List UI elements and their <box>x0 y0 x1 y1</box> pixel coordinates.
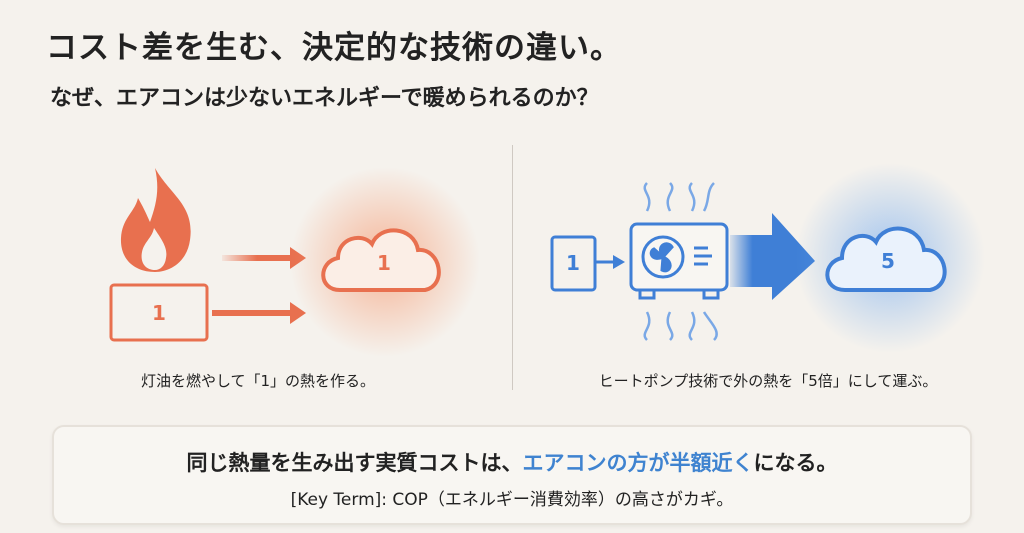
kerosene-output-value: 1 <box>377 251 391 275</box>
aircon-output-value: 5 <box>881 249 895 273</box>
page-subtitle: なぜ、エアコンは少ないエネルギーで暖められるのか？ <box>50 86 599 111</box>
arrow-right-icon <box>290 302 306 324</box>
page-title: コスト差を生む、決定的な技術の違い。 <box>46 30 622 66</box>
arrow-shaft <box>212 310 292 316</box>
arrow-right-icon <box>613 255 625 269</box>
summary-box: 同じ熱量を生み出す実質コストは、エアコンの方が半額近くになる。 [Key Ter… <box>52 425 972 525</box>
summary-text: になる。 <box>753 451 838 475</box>
big-arrow-right-icon <box>772 213 815 300</box>
summary-highlight: エアコンの方が半額近く <box>522 451 754 475</box>
arrow-shaft <box>222 255 292 261</box>
outside-heat-arrows-icon <box>643 182 718 341</box>
kerosene-input-value: 1 <box>152 301 166 325</box>
flame-icon <box>120 168 191 272</box>
kerosene-caption: 灯油を燃やして「1」の熱を作る。 <box>140 372 376 390</box>
cloud-icon <box>321 228 441 292</box>
summary-text: 同じ熱量を生み出す実質コストは、 <box>186 451 523 475</box>
heat-pump-unit-icon <box>629 222 729 300</box>
heat-pump-caption: ヒートポンプ技術で外の熱を「5倍」にして運ぶ。 <box>598 372 938 390</box>
divider <box>512 145 513 390</box>
kerosene-input-box <box>109 283 209 342</box>
aircon-input-value: 1 <box>566 251 580 275</box>
key-term-text: [Key Term]: COP（エネルギー消費効率）の高さがカギ。 <box>290 490 734 510</box>
summary-headline: 同じ熱量を生み出す実質コストは、エアコンの方が半額近くになる。 <box>54 447 970 477</box>
cloud-icon <box>825 226 947 292</box>
